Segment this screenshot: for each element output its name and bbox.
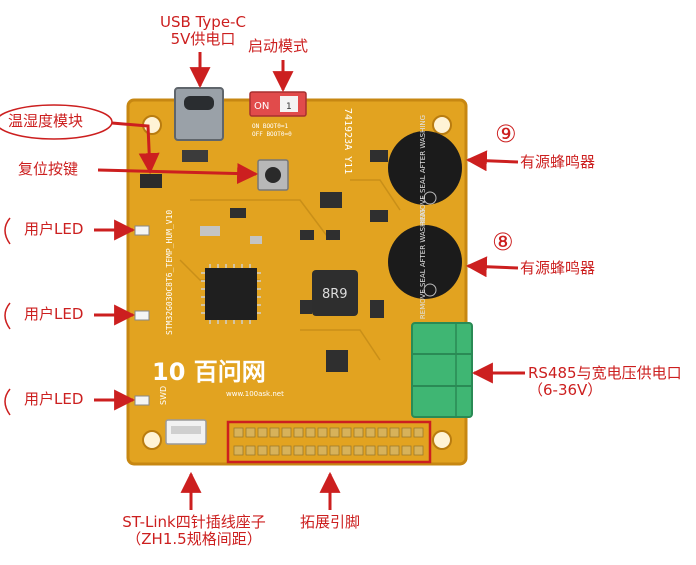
user-led-3-label: 用户LED	[24, 390, 84, 408]
annotation-arrows	[94, 52, 525, 510]
user-led-1-label: 用户LED	[24, 220, 84, 238]
temp-humidity-sensor	[140, 174, 162, 188]
buzzer-1-label: 有源蜂鸣器	[520, 153, 596, 171]
buzzer-1-plus	[423, 191, 437, 205]
boot-dip-knob	[280, 96, 298, 112]
temp-humidity-label: 温湿度模块	[8, 112, 84, 130]
usb-component	[182, 150, 208, 162]
led-mark-1	[4, 217, 11, 245]
stlink-label-line1: ST-Link四针插线座子	[122, 513, 266, 531]
user-led-3	[134, 395, 150, 406]
mounting-hole	[432, 430, 452, 450]
usb-c-label-line2: 5V供电口	[170, 30, 236, 48]
boot-legend-off: OFF BOOT0=0	[252, 131, 292, 138]
board-serial: 741923A Y11	[342, 108, 353, 174]
boot-legend-on: ON BOOT0=1	[252, 123, 289, 130]
swd-text: SWD	[159, 386, 168, 405]
stlink-slot	[171, 426, 201, 434]
mcu-chip	[205, 268, 257, 320]
rs485-terminal	[411, 322, 473, 418]
buzzer-1-cap: REMOVE SEAL AFTER WASHING	[419, 115, 427, 225]
user-led-2	[134, 310, 150, 321]
inductor	[312, 270, 358, 316]
user-led-1	[134, 225, 150, 236]
boot-key-text: 1	[286, 102, 292, 112]
mounting-hole	[142, 430, 162, 450]
led-mark-3	[4, 388, 11, 416]
temp-humidity-callout-ring	[0, 104, 113, 140]
buzzer-2-label: 有源蜂鸣器	[520, 259, 596, 277]
buzzer-1	[388, 131, 462, 205]
usb-c-port	[184, 96, 214, 110]
expansion-header	[226, 420, 432, 464]
brand-logo: 10 百问网	[152, 358, 266, 386]
buzzer-2-plus	[423, 283, 437, 297]
expansion-label: 拓展引脚	[300, 513, 361, 531]
board-model: STM32G030C8T6_TEMP_HUM_V10	[165, 210, 174, 335]
header-pins	[233, 427, 424, 456]
usb-c-label-line1: USB Type-C	[160, 13, 246, 31]
usb-c-connector	[174, 87, 224, 141]
buzzer-2-hand-mark: ⑧	[492, 228, 514, 256]
stlink-label: ST-Link四针插线座子 （ZH1.5规格间距）	[104, 514, 284, 548]
rs485-label-line1: RS485与宽电压供电口	[528, 364, 682, 382]
boot-mode-label: 启动模式	[248, 37, 309, 55]
smd-components	[200, 150, 388, 372]
buzzer-1-hand-mark: ⑨	[495, 120, 517, 148]
mcu-pins	[201, 264, 261, 324]
stlink-label-line2: （ZH1.5规格间距）	[126, 530, 262, 548]
inductor-label: 8R9	[322, 287, 348, 302]
buzzer-2-cap: REMOVE SEAL AFTER WASHING	[419, 209, 427, 319]
user-led-2-label: 用户LED	[24, 305, 84, 323]
boot-on-text: ON	[254, 101, 269, 112]
brand-url: www.100ask.net	[226, 390, 284, 398]
rs485-label-line2: （6-36V）	[528, 381, 603, 399]
led-mark-2	[4, 302, 11, 330]
reset-button-cap	[265, 167, 281, 183]
buzzer-2	[388, 225, 462, 299]
mounting-hole	[432, 115, 452, 135]
rs485-label: RS485与宽电压供电口 （6-36V）	[528, 365, 682, 399]
reset-key-label: 复位按键	[18, 160, 79, 178]
usb-c-label: USB Type-C 5V供电口	[148, 14, 258, 48]
